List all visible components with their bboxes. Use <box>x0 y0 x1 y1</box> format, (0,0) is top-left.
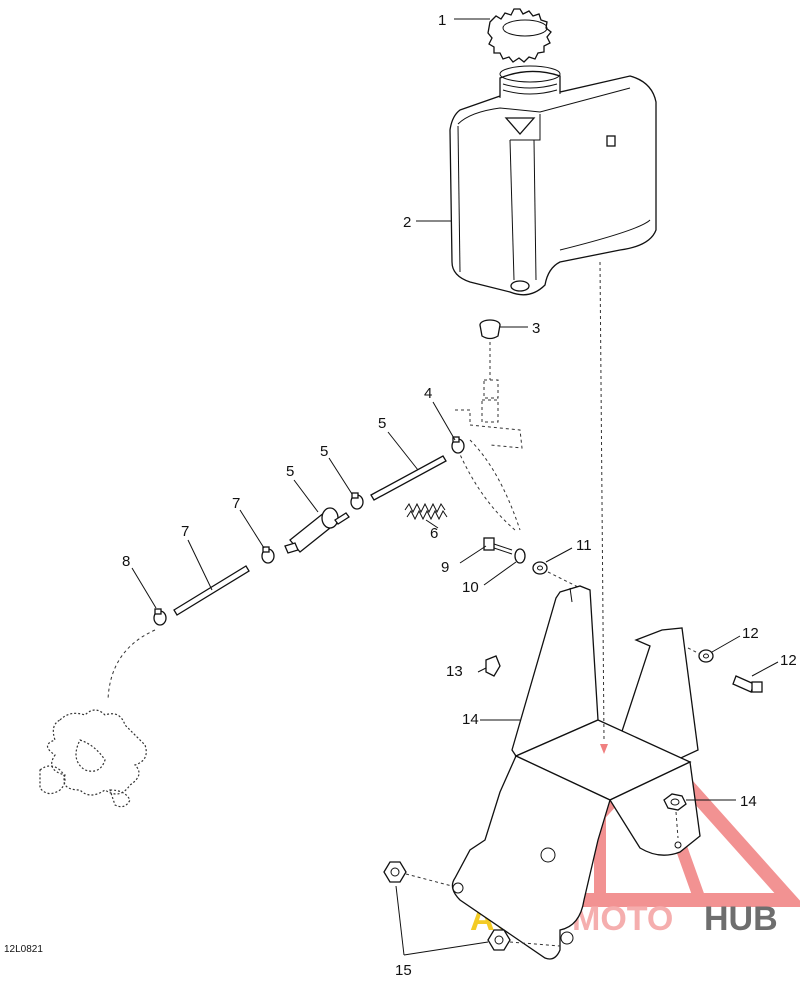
callout-12a: 10 <box>462 579 479 596</box>
part-5-clamp-c <box>261 546 275 564</box>
valve-assembly-outline <box>455 342 523 531</box>
callout-7b: 7 <box>181 523 189 540</box>
logo-text-moto: MOTO <box>572 900 673 938</box>
callout-13: 11 <box>576 537 592 554</box>
part-6-fuel-filter <box>284 507 350 554</box>
callout-4: 8 <box>122 553 130 570</box>
callout-8: 6 <box>430 525 438 542</box>
part-11-bolt <box>483 537 513 555</box>
drawing-code: 12L0821 <box>4 944 43 955</box>
callout-7a: 5 <box>378 415 386 432</box>
part-14-nut-left <box>383 861 407 883</box>
callout-14b: 15 <box>395 962 412 979</box>
callout-9: 14 <box>462 711 479 728</box>
part-1-tank <box>449 65 657 296</box>
callout-5b: 5 <box>320 443 328 460</box>
part-4-clamp <box>153 608 167 626</box>
wire-harness-outline <box>39 629 156 808</box>
part-7-hose-upper <box>370 455 447 501</box>
part-2-cap <box>487 8 552 63</box>
callout-11: 9 <box>441 559 449 576</box>
part-5-clamp-b <box>350 492 364 510</box>
part-14-nut-bottom <box>487 929 511 951</box>
part-13-washer <box>532 561 548 575</box>
callout-labels: 1 2 3 4 5 5 5 6 7 7 8 9 10 11 12 12 13 1… <box>122 12 797 979</box>
part-8-spring <box>404 502 448 521</box>
callout-10: 12 <box>780 652 797 669</box>
part-3-grommet <box>479 319 501 340</box>
callout-1: 2 <box>403 214 411 231</box>
part-14-nut-right <box>663 793 687 811</box>
arrow-down-icon <box>600 744 608 754</box>
part-10-bolt <box>732 675 763 693</box>
part-15-clip <box>485 655 501 677</box>
logo-text-hub: HUB <box>704 900 778 938</box>
part-7-hose-lower <box>173 565 250 616</box>
callout-5a: 4 <box>424 385 432 402</box>
part-9-bracket <box>451 585 701 960</box>
callout-5c: 7 <box>232 495 240 512</box>
part-5-clamp-a <box>451 436 465 454</box>
leader-lines <box>131 18 779 956</box>
callout-3: 3 <box>532 320 540 337</box>
callout-2: 1 <box>438 12 446 29</box>
part-12-washer-right <box>698 649 714 663</box>
callout-6: 5 <box>286 463 294 480</box>
callout-14a: 14 <box>740 793 757 810</box>
callout-15: 13 <box>446 663 463 680</box>
callout-12b: 12 <box>742 625 759 642</box>
part-12-washer <box>514 548 526 564</box>
